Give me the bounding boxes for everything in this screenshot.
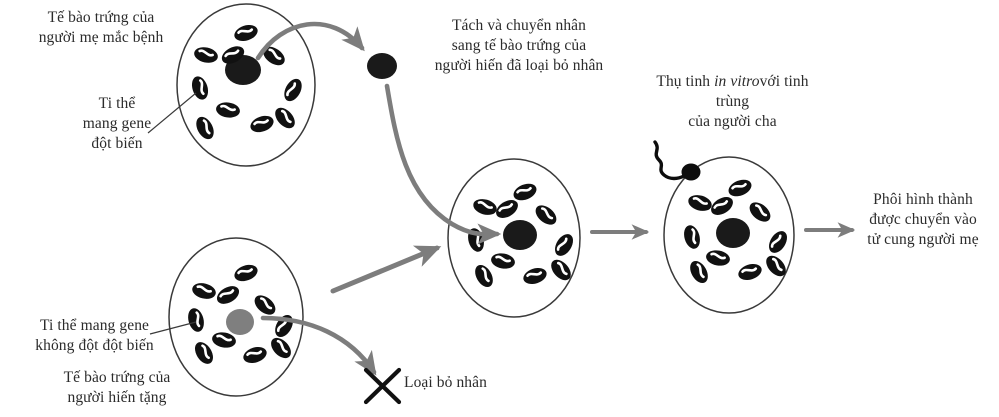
leader-line-mito-mutant	[147, 92, 197, 134]
mother-egg-cell	[147, 3, 316, 167]
label-ivf-part1: Thụ tinh	[656, 73, 715, 90]
fertilized-egg-cell	[663, 156, 795, 314]
extracted-nucleus	[367, 53, 397, 79]
label-ivf-part2: với tinh trùng của người cha	[688, 73, 809, 130]
label-mitochondria-mutant: Ti thể mang gene đột biến	[82, 95, 152, 152]
arrow-remove-nucleus	[260, 315, 377, 376]
nucleus-donor	[226, 309, 254, 335]
label-nucleus-transfer: Tách và chuyển nhân sang tế bào trứng củ…	[434, 17, 604, 74]
nucleus-transferred	[503, 220, 537, 250]
sperm-head	[681, 163, 701, 181]
label-mitochondria-normal: Ti thể mang gene không đột đột biến	[35, 317, 154, 354]
arrow-donor-to-reconstructed	[330, 245, 442, 294]
reconstructed-egg-cell	[447, 158, 581, 318]
nucleus-transferred	[716, 218, 750, 248]
leader-line-mito-normal	[149, 321, 197, 335]
label-embryo-transfer: Phôi hình thành được chuyển vào tử cung …	[867, 191, 979, 248]
label-donor-egg: Tế bào trứng của người hiến tặng	[63, 369, 171, 406]
mitochondria-group	[468, 183, 573, 288]
arrow-extract-nucleus	[255, 21, 365, 61]
label-discard-nucleus: Loại bỏ nhân	[404, 374, 487, 391]
mitochondria-group	[191, 24, 302, 140]
donor-egg-cell	[149, 237, 304, 397]
label-ivf: Thụ tinh in vitrovới tinh trùng của ngườ…	[640, 72, 825, 131]
arrow-transfer-nucleus	[384, 83, 502, 245]
label-mother-egg: Tế bào trứng của người mẹ mắc bệnh	[38, 9, 164, 46]
sperm-icon	[653, 140, 701, 181]
label-ivf-italic: in vitro	[714, 73, 760, 90]
mitochondria-group	[684, 179, 787, 284]
mitochondria-group	[188, 264, 293, 364]
discard-cross-icon	[363, 367, 402, 405]
